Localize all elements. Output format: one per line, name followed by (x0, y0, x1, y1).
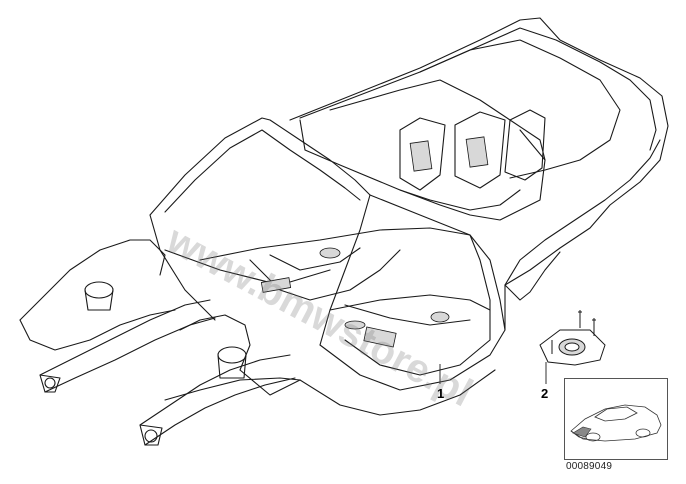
rear-floor-hump (399, 189, 521, 211)
callout-2-label: 2 (541, 386, 549, 401)
floor-panel-2 (260, 277, 292, 293)
partition-right (504, 109, 546, 181)
rear-bulkhead (299, 119, 546, 221)
rear-quarter-top (299, 27, 657, 151)
door-opening (344, 194, 491, 376)
seat-crossmember-2 (344, 304, 471, 326)
strut-cup-right (217, 346, 247, 364)
reference-number: 00089049 (566, 461, 613, 472)
front-rail-right-lower (144, 377, 296, 446)
rear-fender (504, 139, 661, 286)
seat-crossmember (269, 247, 361, 271)
rear-bulkhead-inner (329, 79, 546, 161)
car-thumbnail-icon (570, 404, 662, 442)
mounting-plate (539, 310, 606, 366)
side-sill-right (319, 284, 506, 391)
front-rail-right (139, 354, 291, 426)
floor-pan-front (199, 227, 471, 261)
b-pillar (469, 234, 506, 331)
strut-cup-left-body (84, 289, 114, 311)
sill-front-joint (239, 369, 301, 396)
rear-sill (504, 251, 561, 301)
front-rail-end-right (139, 424, 163, 446)
front-strut-tower-left (19, 239, 166, 321)
windshield-frame-outer (149, 117, 371, 216)
floor-hole-3 (344, 320, 366, 330)
partition-mid (454, 111, 506, 189)
rear-deck-outline (289, 17, 669, 286)
front-strut-tower-right (179, 314, 251, 371)
car-thumbnail (564, 378, 668, 460)
floor-pan-rear (329, 294, 491, 311)
rear-window-opening (419, 39, 621, 179)
callout-1-label: 1 (437, 386, 445, 401)
floor-hole-2 (430, 311, 450, 323)
front-rail-end-left (39, 374, 61, 393)
strut-cup-right-body (217, 354, 247, 379)
partition-opening-2 (465, 136, 489, 168)
front-rail-left-lower (44, 317, 216, 393)
partition-opening-1 (409, 140, 433, 172)
a-pillar-left (149, 214, 216, 321)
rail-hole-left (44, 377, 56, 389)
partition-left (399, 117, 446, 191)
front-rail-left (39, 299, 211, 376)
a-pillar-right (319, 194, 371, 346)
floor-hole-1 (319, 247, 341, 259)
windshield-frame-inner (164, 129, 361, 213)
front-apron-left (19, 309, 176, 351)
side-sill-right-lower (299, 369, 496, 416)
underbody-front (164, 377, 301, 401)
floor-panel-1 (363, 326, 397, 348)
dash-crossmember (164, 249, 331, 286)
strut-cup-left (84, 281, 114, 299)
rail-hole-right (144, 429, 158, 443)
